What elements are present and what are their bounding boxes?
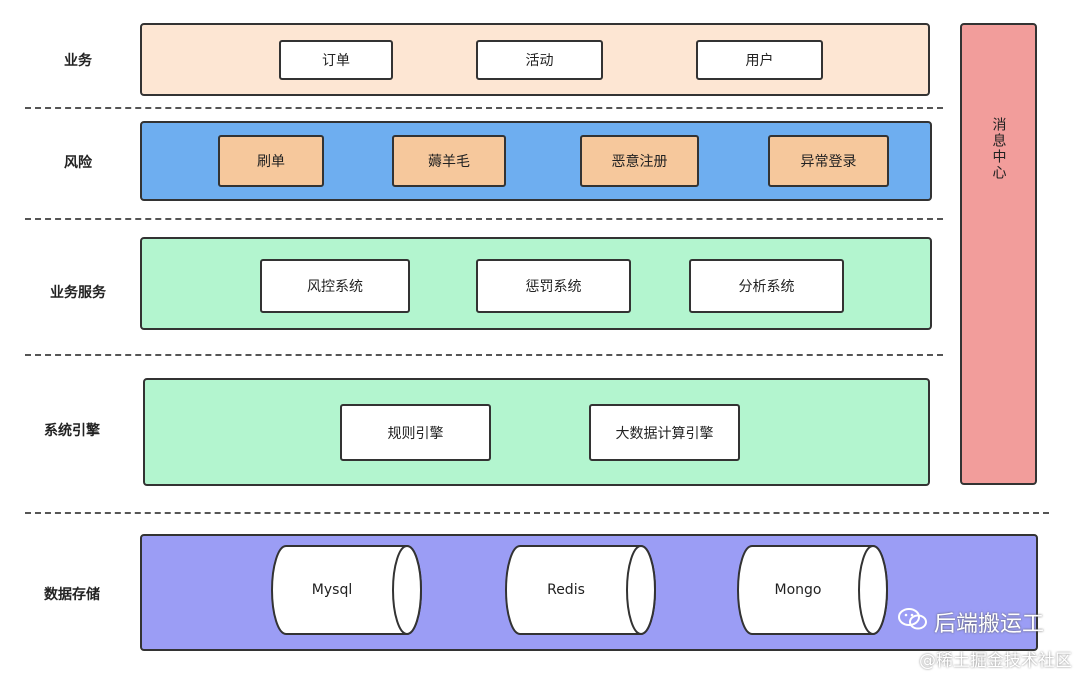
separator-1 [25,107,943,109]
rule-engine-box: 规则引擎 [340,404,491,461]
analysis-system-box: 分析系统 [689,259,844,313]
mongo-label: Mongo [774,582,822,598]
separator-2 [25,218,943,220]
activity-box: 活动 [476,40,603,80]
user-box: 用户 [696,40,823,80]
layer-label-service: 业务服务 [50,285,106,301]
mongo-cylinder: Mongo [737,545,888,635]
watermark-account: 后端搬运工 [897,606,1044,638]
separator-4 [25,512,1049,514]
message-center-label: 消息中心 [990,117,1007,181]
malicious-register-box: 恶意注册 [580,135,699,187]
watermark-account-text: 后端搬运工 [933,612,1044,637]
order-box: 订单 [279,40,393,80]
fake-order-box: 刷单 [218,135,324,187]
layer-label-storage: 数据存储 [44,587,100,603]
bigdata-engine-box: 大数据计算引擎 [589,404,740,461]
redis-cylinder: Redis [505,545,656,635]
engine-layer-band [143,378,930,486]
message-center-bar: 消息中心 [960,23,1037,485]
layer-label-engine: 系统引擎 [44,423,100,439]
watermark-site: @稀土掘金技术社区 [919,651,1072,671]
abnormal-login-box: 异常登录 [768,135,889,187]
separator-3 [25,354,943,356]
layer-label-business: 业务 [64,53,92,69]
wechat-icon [897,607,928,637]
risk-control-system-box: 风控系统 [260,259,410,313]
coupon-abuse-box: 薅羊毛 [392,135,506,187]
layer-label-risk: 风险 [64,155,92,171]
redis-label: Redis [547,582,585,598]
punishment-system-box: 惩罚系统 [476,259,631,313]
mysql-cylinder: Mysql [271,545,422,635]
mysql-label: Mysql [311,582,353,598]
